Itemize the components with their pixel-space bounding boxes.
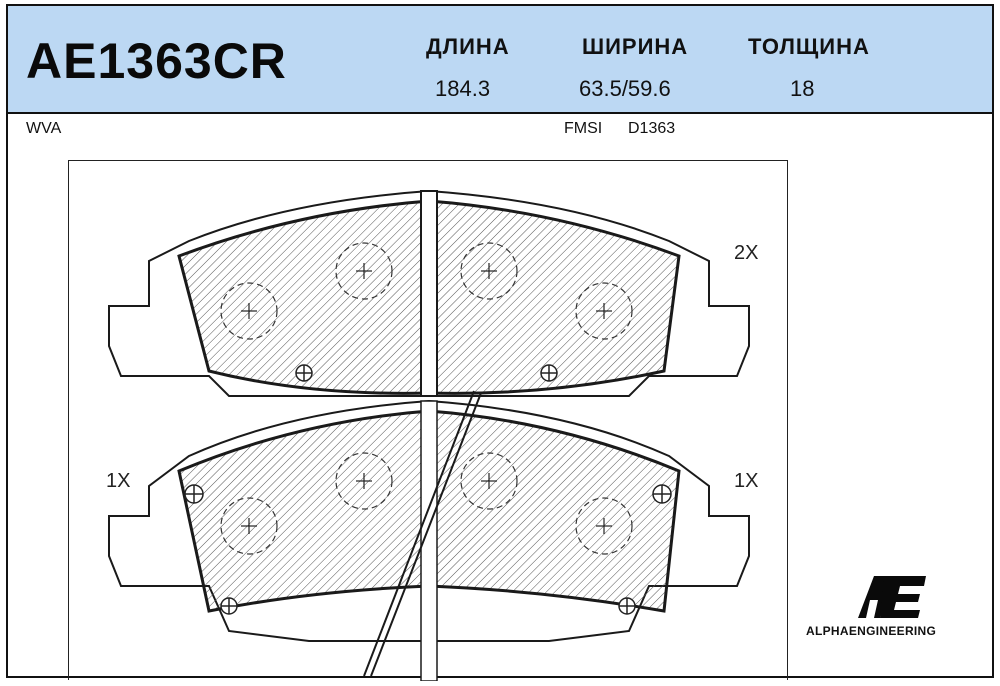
top-pad-backing-plate bbox=[108, 189, 750, 397]
bottom-pad-small-holes bbox=[184, 484, 672, 615]
bottom-pad-guide-circles bbox=[220, 452, 633, 555]
length-label: ДЛИНА bbox=[426, 34, 510, 59]
part-number: AE1363CR bbox=[26, 33, 287, 89]
top-pad-crosshairs bbox=[241, 263, 612, 319]
brand-logo-icon bbox=[858, 576, 926, 618]
wva-label: WVA bbox=[26, 120, 62, 137]
wear-indicator bbox=[363, 390, 482, 677]
brake-pad-drawing-frame bbox=[68, 160, 788, 682]
brand-name: ALPHAENGINEERING bbox=[806, 624, 937, 638]
qty-left: 1X bbox=[106, 470, 131, 492]
thickness-value: 18 bbox=[790, 76, 815, 101]
top-pad-slot bbox=[420, 190, 438, 397]
brake-pad-drawing bbox=[108, 189, 750, 682]
top-pad-small-holes bbox=[295, 364, 558, 382]
bottom-pad-crosshairs bbox=[241, 473, 612, 534]
thickness-label: ТОЛЩИНА bbox=[748, 34, 870, 59]
top-pad-guide-circles bbox=[220, 242, 633, 340]
qty-right: 1X bbox=[734, 470, 759, 492]
header-bar: AE1363CR ДЛИНА 184.3 ШИРИНА 63.5/59.6 ТО… bbox=[8, 6, 992, 114]
qty-top-right: 2X bbox=[734, 242, 759, 264]
width-label: ШИРИНА bbox=[582, 34, 689, 59]
fmsi-value: D1363 bbox=[628, 120, 676, 137]
bottom-pad-backing-plate bbox=[108, 399, 750, 642]
width-value: 63.5/59.6 bbox=[579, 76, 671, 101]
fmsi-label: FMSI bbox=[564, 120, 603, 137]
length-value: 184.3 bbox=[435, 76, 491, 101]
